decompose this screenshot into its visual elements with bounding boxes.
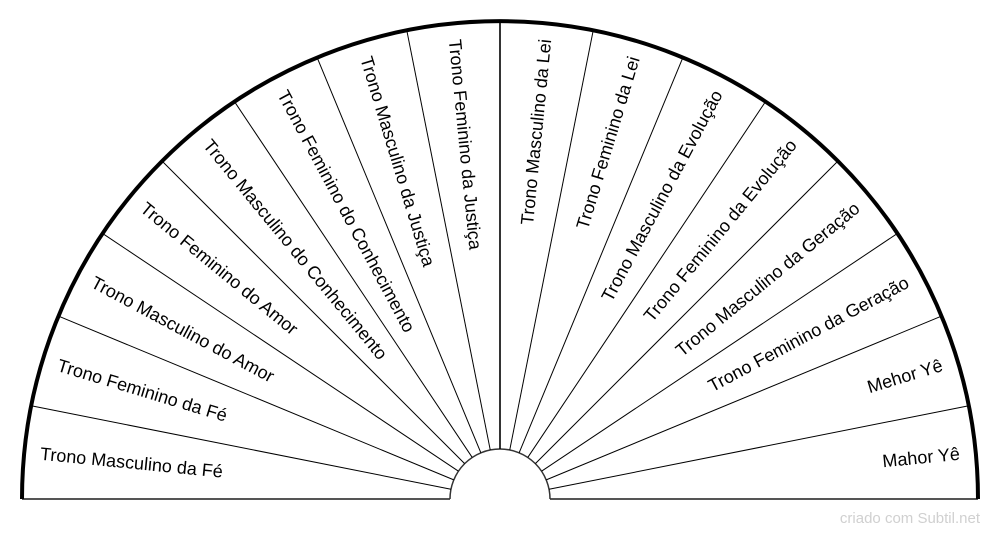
segment-divider [541, 233, 898, 472]
outer-arc [20, 19, 980, 500]
inner-arc [449, 448, 551, 500]
segment-label: Trono Feminino da Fé [55, 355, 230, 425]
segment-label: Trono Masculino da Fé [39, 444, 223, 482]
segment-label: Trono Masculino da Lei [517, 38, 555, 226]
segment-label: Mehor Yê [865, 355, 945, 397]
segment-divider [406, 30, 491, 451]
segment-divider [234, 101, 473, 458]
segment-divider [548, 405, 969, 490]
segment-divider [535, 160, 839, 464]
segment-divider [31, 405, 452, 490]
segment-divider [527, 101, 766, 458]
credit-text: criado com Subtil.net [839, 510, 980, 527]
segment-label: Trono Feminino da Evolução [640, 136, 801, 326]
segment-divider [546, 315, 942, 481]
segment-divider [102, 233, 459, 472]
segment-divider [161, 160, 465, 464]
segment-divider [509, 30, 594, 451]
segment-divider [58, 315, 454, 481]
segment-divider [518, 57, 684, 453]
segment-label: Trono Masculino da Geração [672, 198, 864, 360]
segment-label: Mahor Yê [881, 444, 960, 472]
segment-divider [316, 57, 482, 453]
segment-label: Trono Feminino da Justiça [445, 38, 486, 251]
